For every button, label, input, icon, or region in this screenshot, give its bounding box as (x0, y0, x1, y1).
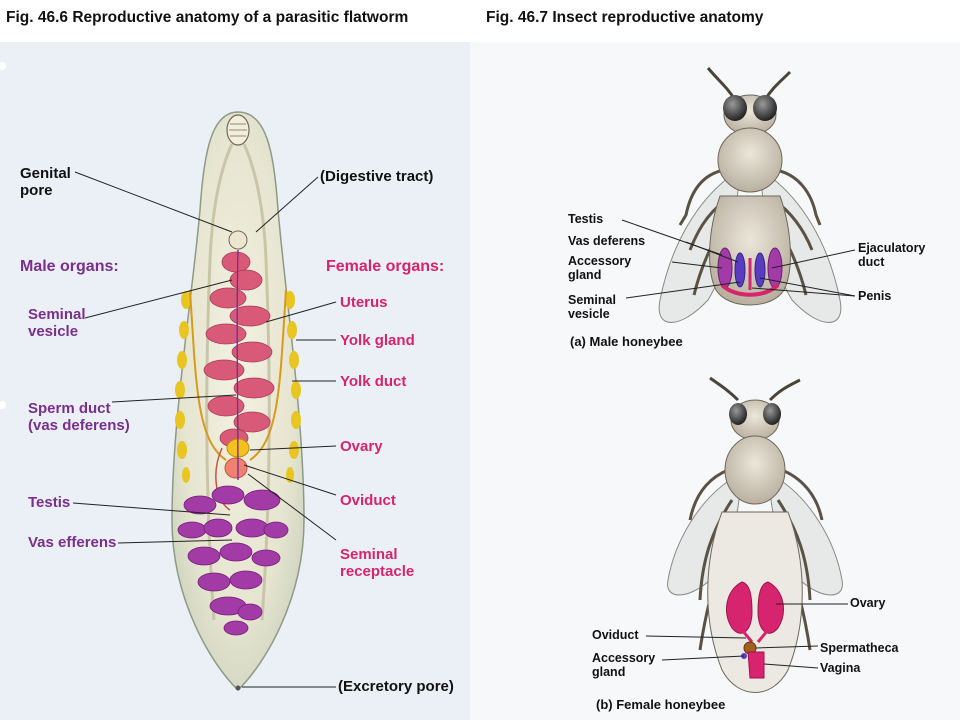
oviduct (215, 447, 231, 511)
female-thorax (724, 435, 786, 505)
seminal-receptacle (224, 457, 248, 479)
figure-title-left-text: Reproductive anatomy of a parasitic flat… (72, 9, 409, 26)
caption-female-honeybee: (b) Female honeybee (596, 697, 725, 712)
yolk-gland (175, 291, 301, 483)
label-male-vas-deferens: Vas deferens (568, 234, 646, 248)
male-eye-left (723, 95, 747, 121)
caption-female-letter: (b) (596, 697, 613, 712)
label-uterus: Uterus (340, 294, 388, 311)
label-male-organs-header: Male organs: (20, 258, 119, 275)
yolk-duct (189, 289, 287, 461)
excretory-pore (235, 685, 241, 691)
label-sperm-duct: Sperm duct (vas deferens) (28, 400, 130, 434)
label-genital-pore: Genital pore (20, 165, 71, 199)
label-seminal-receptacle: Seminal receptacle (340, 546, 415, 580)
male-honeybee-illustration (658, 67, 842, 323)
label-female-oviduct: Oviduct (592, 628, 639, 642)
label-digestive-tract: (Digestive tract) (320, 168, 434, 185)
caption-male-honeybee: (a) Male honeybee (570, 334, 683, 349)
figure-title-right-text: Insect reproductive anatomy (552, 9, 764, 26)
label-female-organs-header: Female organs: (326, 258, 445, 275)
label-vas-efferens: Vas efferens (28, 534, 117, 551)
label-female-vagina: Vagina (820, 661, 861, 675)
male-bee-leader-lines (621, 219, 856, 299)
label-female-ovary: Ovary (850, 596, 886, 610)
caption-female-text: Female honeybee (616, 697, 726, 712)
male-thorax (717, 127, 783, 193)
label-testis: Testis (28, 494, 71, 511)
male-eye-right (753, 95, 777, 121)
female-reproductive-organs (726, 581, 784, 679)
uterus (203, 251, 275, 448)
figure-number-right: Fig. 46.7 (486, 9, 549, 26)
label-male-penis: Penis (858, 289, 892, 303)
caption-male-letter: (a) (570, 334, 586, 349)
flatworm-illustration (171, 111, 305, 692)
female-bee-leader-lines (645, 603, 848, 669)
label-oviduct: Oviduct (340, 492, 396, 509)
label-male-seminal-vesicle: Seminal vesicle (568, 293, 616, 321)
figure-title-left: Fig. 46.6 Reproductive anatomy of a para… (6, 9, 408, 27)
figure-title-right: Fig. 46.7 Insect reproductive anatomy (486, 9, 763, 27)
label-male-accessory-gland: Accessory gland (568, 254, 632, 282)
testis (177, 485, 289, 636)
label-yolk-gland: Yolk gland (340, 332, 415, 349)
label-female-spermatheca: Spermatheca (820, 641, 899, 655)
figure-number-left: Fig. 46.6 (6, 9, 69, 26)
label-male-ejaculatory-duct: Ejaculatory duct (858, 241, 926, 269)
label-male-testis: Testis (568, 212, 604, 226)
sperm-duct (236, 249, 239, 481)
flatworm-leader-lines (72, 171, 337, 688)
genital-pore (228, 230, 248, 250)
caption-male-text: Male honeybee (589, 334, 683, 349)
digestive-tract (205, 143, 234, 621)
label-ovary: Ovary (340, 438, 383, 455)
label-seminal-vesicle: Seminal vesicle (28, 306, 86, 340)
label-yolk-duct: Yolk duct (340, 373, 407, 390)
label-female-accessory-gland: Accessory gland (592, 651, 656, 679)
label-excretory-pore: (Excretory pore) (338, 678, 454, 695)
